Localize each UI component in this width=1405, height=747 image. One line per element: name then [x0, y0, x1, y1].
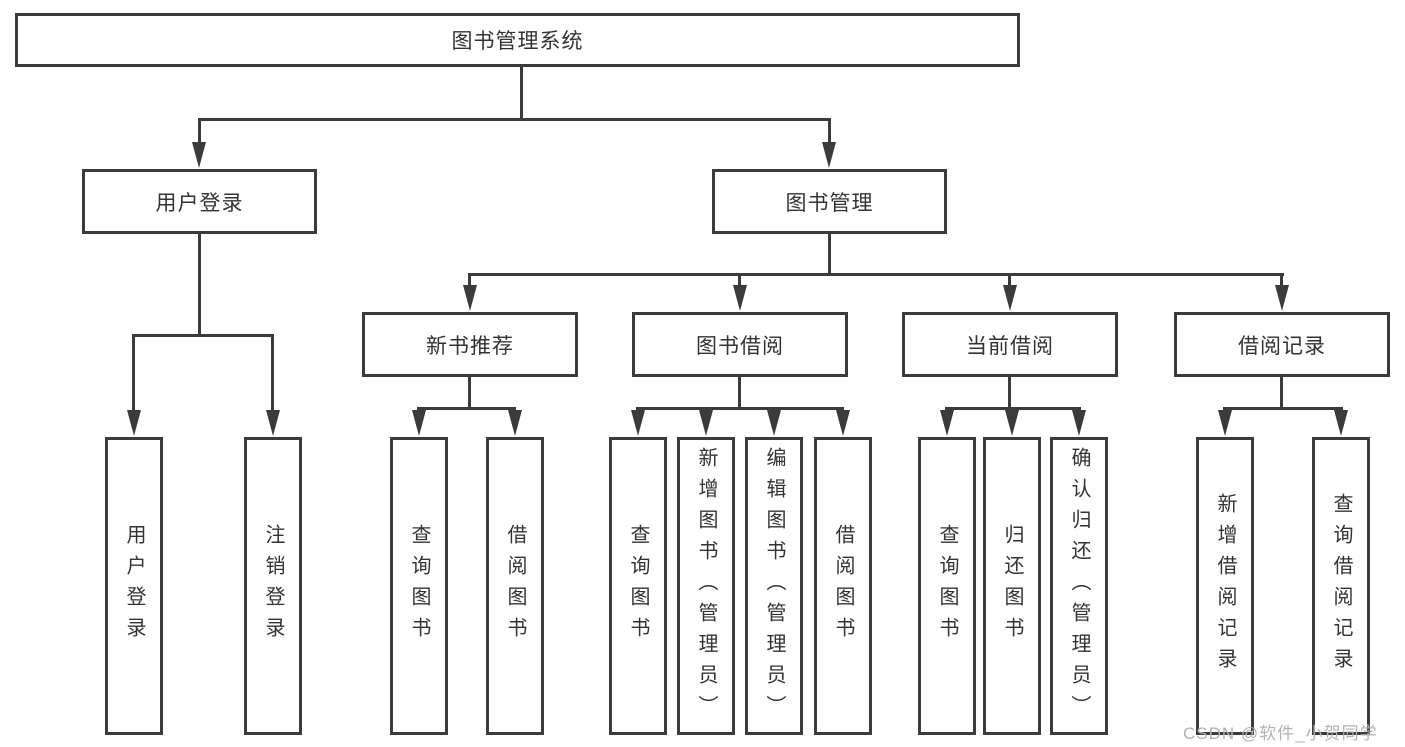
- arrowhead-to-borrow-records: [1275, 285, 1289, 311]
- arrowhead-leaf-logout: [266, 410, 280, 436]
- node-user-login-label: 用户登录: [155, 191, 244, 215]
- connector-user-login-stem: [198, 234, 201, 337]
- arrowhead-leaf-confirm-return: [1072, 410, 1086, 436]
- connector-to-user-login-stem: [198, 118, 201, 148]
- leaf-user-login-label: 用户登录: [123, 524, 145, 648]
- connector-to-book-borrow-stem: [738, 273, 741, 291]
- connector-book-management-stem: [828, 234, 831, 276]
- leaf-borrow-books-2: 借阅图书: [814, 437, 872, 735]
- connector-new-book-stem: [468, 377, 471, 410]
- connector-to-current-borrow-stem: [1008, 273, 1011, 291]
- watermark: CSDN @软件_小贺同学: [1183, 724, 1378, 743]
- arrowhead-leaf-borrow-books-1: [508, 410, 522, 436]
- leaf-logout: 注销登录: [244, 437, 302, 735]
- leaf-confirm-return-admin: 确认归还（管理员）: [1050, 437, 1108, 735]
- arrowhead-leaf-borrow-books-2: [836, 410, 850, 436]
- arrowhead-leaf-query-books-2: [631, 410, 645, 436]
- leaf-add-book-admin: 新增图书（管理员）: [677, 437, 735, 735]
- leaf-query-books-1: 查询图书: [390, 437, 448, 735]
- leaf-borrow-books-1: 借阅图书: [486, 437, 544, 735]
- connector-borrow-records-split: [1223, 407, 1343, 410]
- arrowhead-leaf-edit-book: [767, 410, 781, 436]
- leaf-add-book-admin-label: 新增图书（管理员）: [695, 446, 717, 726]
- node-book-management-label: 图书管理: [785, 191, 874, 215]
- node-new-book-recommend-label: 新书推荐: [426, 334, 514, 358]
- arrowhead-leaf-return-book: [1005, 410, 1019, 436]
- node-book-borrow: 图书借阅: [632, 312, 848, 377]
- leaf-logout-label: 注销登录: [262, 524, 284, 648]
- node-book-borrow-label: 图书借阅: [696, 334, 784, 358]
- leaf-query-borrow-record: 查询借阅记录: [1312, 437, 1370, 735]
- leaf-edit-book-admin-label: 编辑图书（管理员）: [763, 446, 785, 726]
- leaf-query-books-3: 查询图书: [918, 437, 976, 735]
- leaf-add-borrow-record: 新增借阅记录: [1196, 437, 1254, 735]
- arrowhead-to-current-borrow: [1003, 285, 1017, 311]
- leaf-confirm-return-admin-label: 确认归还（管理员）: [1068, 446, 1090, 726]
- connector-leaf-login-stem: [132, 334, 135, 412]
- connector-root-stem: [520, 67, 523, 121]
- arrowhead-leaf-query-books-3: [940, 410, 954, 436]
- node-current-borrow-label: 当前借阅: [966, 334, 1054, 358]
- arrowhead-leaf-add-record: [1218, 410, 1232, 436]
- connector-root-split: [198, 118, 831, 121]
- connector-new-book-split: [417, 407, 516, 410]
- leaf-borrow-books-1-label: 借阅图书: [504, 524, 526, 648]
- node-book-management: 图书管理: [712, 169, 947, 234]
- node-current-borrow: 当前借阅: [902, 312, 1118, 377]
- leaf-query-books-3-label: 查询图书: [936, 524, 958, 648]
- leaf-query-books-1-label: 查询图书: [408, 524, 430, 648]
- leaf-return-book: 归还图书: [983, 437, 1041, 735]
- connector-to-new-book-stem: [468, 273, 471, 291]
- leaf-query-borrow-record-label: 查询借阅记录: [1330, 493, 1352, 679]
- node-root-label: 图书管理系统: [451, 30, 584, 53]
- node-root: 图书管理系统: [15, 13, 1020, 67]
- node-new-book-recommend: 新书推荐: [362, 312, 578, 377]
- connector-leaf-logout-stem: [271, 334, 274, 412]
- arrowhead-to-book-management: [822, 142, 836, 168]
- leaf-borrow-books-2-label: 借阅图书: [832, 524, 854, 648]
- connector-to-borrow-records-stem: [1280, 273, 1283, 291]
- connector-current-borrow-split: [945, 407, 1081, 410]
- arrowhead-leaf-login: [127, 410, 141, 436]
- leaf-return-book-label: 归还图书: [1001, 524, 1023, 648]
- arrowhead-leaf-query-record: [1334, 410, 1348, 436]
- connector-level3-split: [468, 273, 1284, 276]
- leaf-user-login: 用户登录: [105, 437, 163, 735]
- leaf-edit-book-admin: 编辑图书（管理员）: [745, 437, 803, 735]
- arrowhead-to-new-book: [463, 285, 477, 311]
- arrowhead-to-user-login: [192, 142, 206, 168]
- leaf-query-books-2-label: 查询图书: [627, 524, 649, 648]
- leaf-add-borrow-record-label: 新增借阅记录: [1214, 493, 1236, 679]
- node-borrow-records-label: 借阅记录: [1238, 334, 1326, 358]
- connector-to-book-management-stem: [828, 118, 831, 148]
- leaf-query-books-2: 查询图书: [609, 437, 667, 735]
- arrowhead-leaf-query-books-1: [412, 410, 426, 436]
- connector-current-borrow-stem2: [1008, 377, 1011, 410]
- connector-book-borrow-split: [636, 407, 844, 410]
- node-borrow-records: 借阅记录: [1174, 312, 1390, 377]
- arrowhead-leaf-add-book: [699, 410, 713, 436]
- connector-user-login-split: [132, 334, 274, 337]
- connector-book-borrow-stem2: [738, 377, 741, 410]
- node-user-login: 用户登录: [82, 169, 317, 234]
- connector-borrow-records-stem2: [1280, 377, 1283, 410]
- arrowhead-to-book-borrow: [733, 285, 747, 311]
